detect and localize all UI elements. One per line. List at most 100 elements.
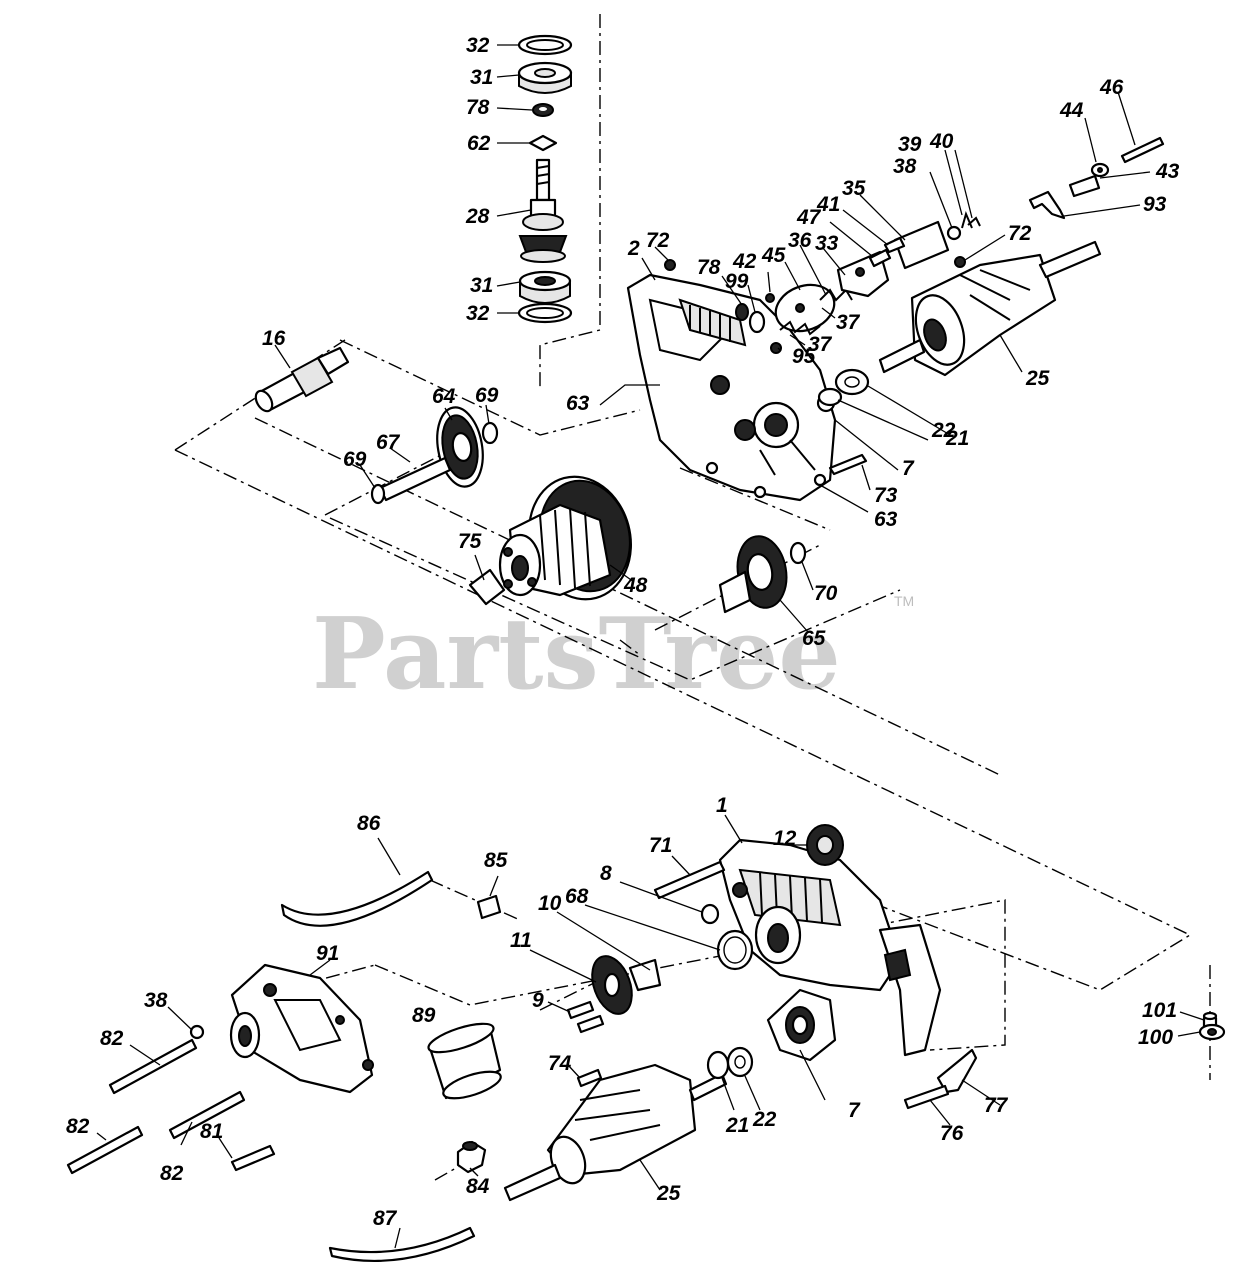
callout-21-upper: 21	[945, 427, 969, 450]
ball-95	[770, 342, 782, 354]
lower-case-half	[718, 838, 942, 1057]
washer-62	[528, 134, 558, 152]
callout-75: 75	[458, 530, 482, 553]
bolt-82-top	[108, 1038, 198, 1095]
spring-40	[967, 216, 981, 227]
gear-64	[436, 406, 484, 488]
callout-31-top: 31	[470, 66, 493, 89]
callout-11: 11	[510, 929, 532, 952]
seal-ring-32-bottom	[517, 302, 573, 324]
bolt-81	[230, 1144, 276, 1172]
callout-40: 40	[929, 130, 954, 153]
shift-disc-45	[774, 283, 836, 333]
callout-82-top: 82	[100, 1027, 124, 1050]
cover-7-lower	[766, 988, 837, 1062]
callout-84: 84	[466, 1175, 490, 1198]
input-shaft-16	[254, 346, 350, 413]
bracket-93	[1028, 190, 1066, 220]
callout-16: 16	[262, 327, 286, 350]
callout-89: 89	[412, 1004, 436, 1027]
differential-48	[498, 475, 632, 601]
callout-69-right: 69	[475, 384, 499, 407]
o-ring-8	[700, 903, 720, 925]
bearing-31-top	[517, 61, 573, 94]
callout-25-upper: 25	[1025, 367, 1050, 390]
callout-82-bottom: 82	[160, 1162, 184, 1185]
callout-9: 9	[532, 989, 544, 1012]
callout-91: 91	[316, 942, 339, 965]
callout-42: 42	[732, 250, 757, 273]
callout-28: 28	[465, 205, 490, 228]
callout-46: 46	[1099, 76, 1124, 99]
washer-44	[1090, 162, 1110, 178]
hose-87	[328, 1226, 476, 1263]
gear-10	[591, 955, 633, 1015]
callout-70: 70	[814, 582, 838, 605]
screw-46	[1120, 136, 1165, 164]
callout-43: 43	[1155, 160, 1180, 183]
callout-8: 8	[600, 862, 612, 885]
callout-37-lower: 37	[808, 333, 833, 356]
callout-85: 85	[484, 849, 508, 872]
callout-31-bottom: 31	[470, 274, 493, 297]
callout-32-top: 32	[466, 34, 490, 57]
callout-72-right: 72	[1008, 222, 1032, 245]
shaft-67	[378, 456, 452, 502]
nut-78-mid	[735, 303, 749, 321]
gear-12	[806, 824, 844, 866]
upper-case-half	[626, 273, 837, 502]
leader-lines	[96, 44, 1205, 1249]
axle-housing-25-upper	[878, 240, 1102, 377]
callout-72-left: 72	[646, 229, 670, 252]
callout-73: 73	[874, 484, 898, 507]
callout-32-bottom: 32	[466, 302, 490, 325]
callout-44: 44	[1059, 99, 1084, 122]
callout-2: 2	[627, 237, 640, 260]
pin-47	[868, 248, 892, 268]
bolt-9	[566, 1000, 605, 1034]
spring-37	[779, 320, 821, 336]
washer-99	[748, 310, 766, 334]
callout-68: 68	[565, 885, 589, 908]
filter-housing-91	[229, 963, 374, 1094]
bolt-82-middle	[168, 1090, 246, 1140]
bracket-11	[628, 958, 662, 992]
callout-78-mid: 78	[697, 256, 721, 279]
hose-86	[280, 870, 434, 927]
seal-ring-32-top	[517, 34, 573, 56]
bearing-31-bottom	[518, 270, 572, 304]
bolt-76	[903, 1084, 950, 1110]
callout-12: 12	[773, 827, 797, 850]
callout-47: 47	[796, 206, 822, 229]
callout-71: 71	[649, 834, 672, 857]
washer-69-left	[370, 483, 386, 505]
clip-39	[961, 211, 973, 229]
callout-45: 45	[761, 244, 786, 267]
shift-lever-35	[893, 220, 950, 270]
callout-22-lower: 22	[752, 1108, 777, 1131]
washer-22-top	[817, 387, 843, 407]
watermark: PartsTree	[312, 597, 841, 712]
callout-64: 64	[432, 385, 456, 408]
callout-35: 35	[842, 177, 866, 200]
callout-37-upper: 37	[836, 311, 861, 334]
washer-21-top	[834, 368, 870, 396]
seal-68	[716, 929, 754, 971]
callout-33: 33	[815, 232, 839, 255]
callout-81: 81	[200, 1120, 223, 1143]
callout-99: 99	[725, 270, 749, 293]
callout-86: 86	[357, 812, 381, 835]
callout-101: 101	[1142, 999, 1177, 1022]
washer-22-bottom	[726, 1046, 754, 1078]
fitting-84	[456, 1140, 487, 1174]
callout-labels: 32 31 78 62 28 31 32 16 64 69 67 69 2 72…	[66, 34, 1180, 1230]
screw-74	[576, 1068, 603, 1088]
bevel-pinion-shaft-28	[518, 158, 568, 263]
washer-70	[789, 541, 807, 565]
callout-25-lower: 25	[656, 1182, 681, 1205]
axle-housing-25-lower	[503, 1063, 728, 1202]
callout-22-upper: 22	[931, 419, 956, 442]
callout-69-left: 69	[343, 448, 367, 471]
bolt-82-bottom	[66, 1125, 144, 1175]
